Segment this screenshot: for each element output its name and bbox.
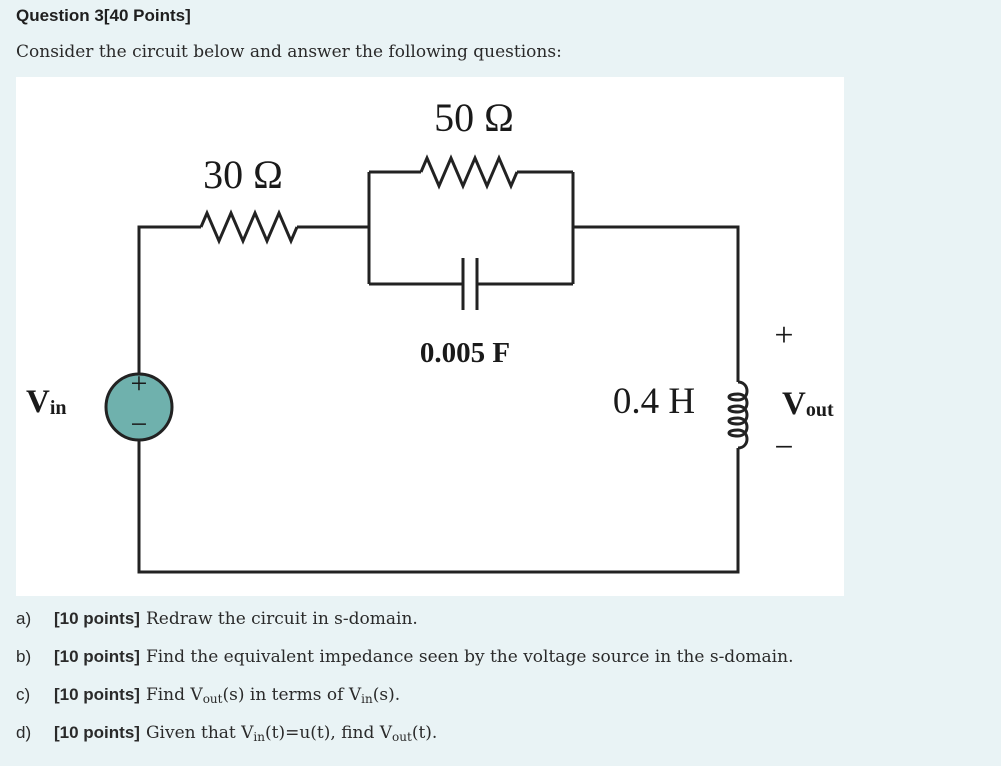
question-title: Question 3[40 Points] [16,6,191,25]
part-d-sub-1: in [253,730,265,744]
vout-label: Vout [782,386,834,422]
vout-subscript: out [806,399,834,421]
part-a-letter: a) [16,609,32,628]
part-c-text-3: (s). [372,685,401,705]
part-d-text-3: (t). [411,723,438,743]
part-c-text-1: Find V [145,685,203,705]
inductor-coil [727,380,749,450]
circuit-figure: + − 30 Ω 50 Ω 0.005 F 0.4 H Vin + Vout − [16,77,844,596]
voltage-source [104,372,174,442]
part-a-points: [10 points] [54,609,140,628]
inductor-label: 0.4 H [613,381,695,422]
part-d: d) [10 points] Given that Vin(t)=u(t), fin… [16,718,793,756]
circuit-diagram: + − 30 Ω 50 Ω 0.005 F 0.4 H Vin + Vout − [26,95,834,574]
wire-top-right [573,225,740,382]
resistor-30-ohm [199,209,299,245]
vin-subscript: in [50,397,67,419]
vin-label: Vin [26,384,67,420]
part-d-text-2: (t)=u(t), find V [265,723,393,743]
source-plus-sign: + [131,367,148,400]
part-d-points: [10 points] [54,723,140,742]
part-d-letter: d) [16,723,32,742]
r1-label: 30 Ω [203,152,283,197]
vout-plus-sign: + [774,317,793,354]
part-c-sub-1: out [202,692,223,706]
part-d-text-1: Given that V [145,723,254,743]
part-b: b) [10 points] Find the equivalent impedan… [16,642,793,680]
part-b-points: [10 points] [54,647,140,666]
part-b-text: Find the equivalent impedance seen by th… [145,647,794,667]
part-c-sub-2: in [361,692,373,706]
r2-label: 50 Ω [434,95,514,140]
part-c: c) [10 points] Find Vout(s) in terms of Vi… [16,680,793,718]
vout-main: V [782,386,806,422]
part-a-text: Redraw the circuit in s-domain. [145,609,418,629]
part-a: a) [10 points] Redraw the circuit in s-dom… [16,604,793,642]
question-parts-list: a) [10 points] Redraw the circuit in s-dom… [16,604,793,756]
source-minus-sign: − [131,408,148,441]
capacitor-label: 0.005 F [420,337,510,369]
vout-minus-sign: − [774,429,793,466]
question-intro: Consider the circuit below and answer th… [16,42,562,62]
part-b-letter: b) [16,647,32,666]
wire-bottom [137,440,740,574]
part-c-text-2: (s) in terms of V [222,685,362,705]
part-c-letter: c) [16,685,31,704]
wire-left-top [137,225,201,375]
part-c-points: [10 points] [54,685,140,704]
part-d-sub-2: out [392,730,412,744]
vin-main: V [26,384,50,420]
resistor-50-ohm [419,154,519,190]
